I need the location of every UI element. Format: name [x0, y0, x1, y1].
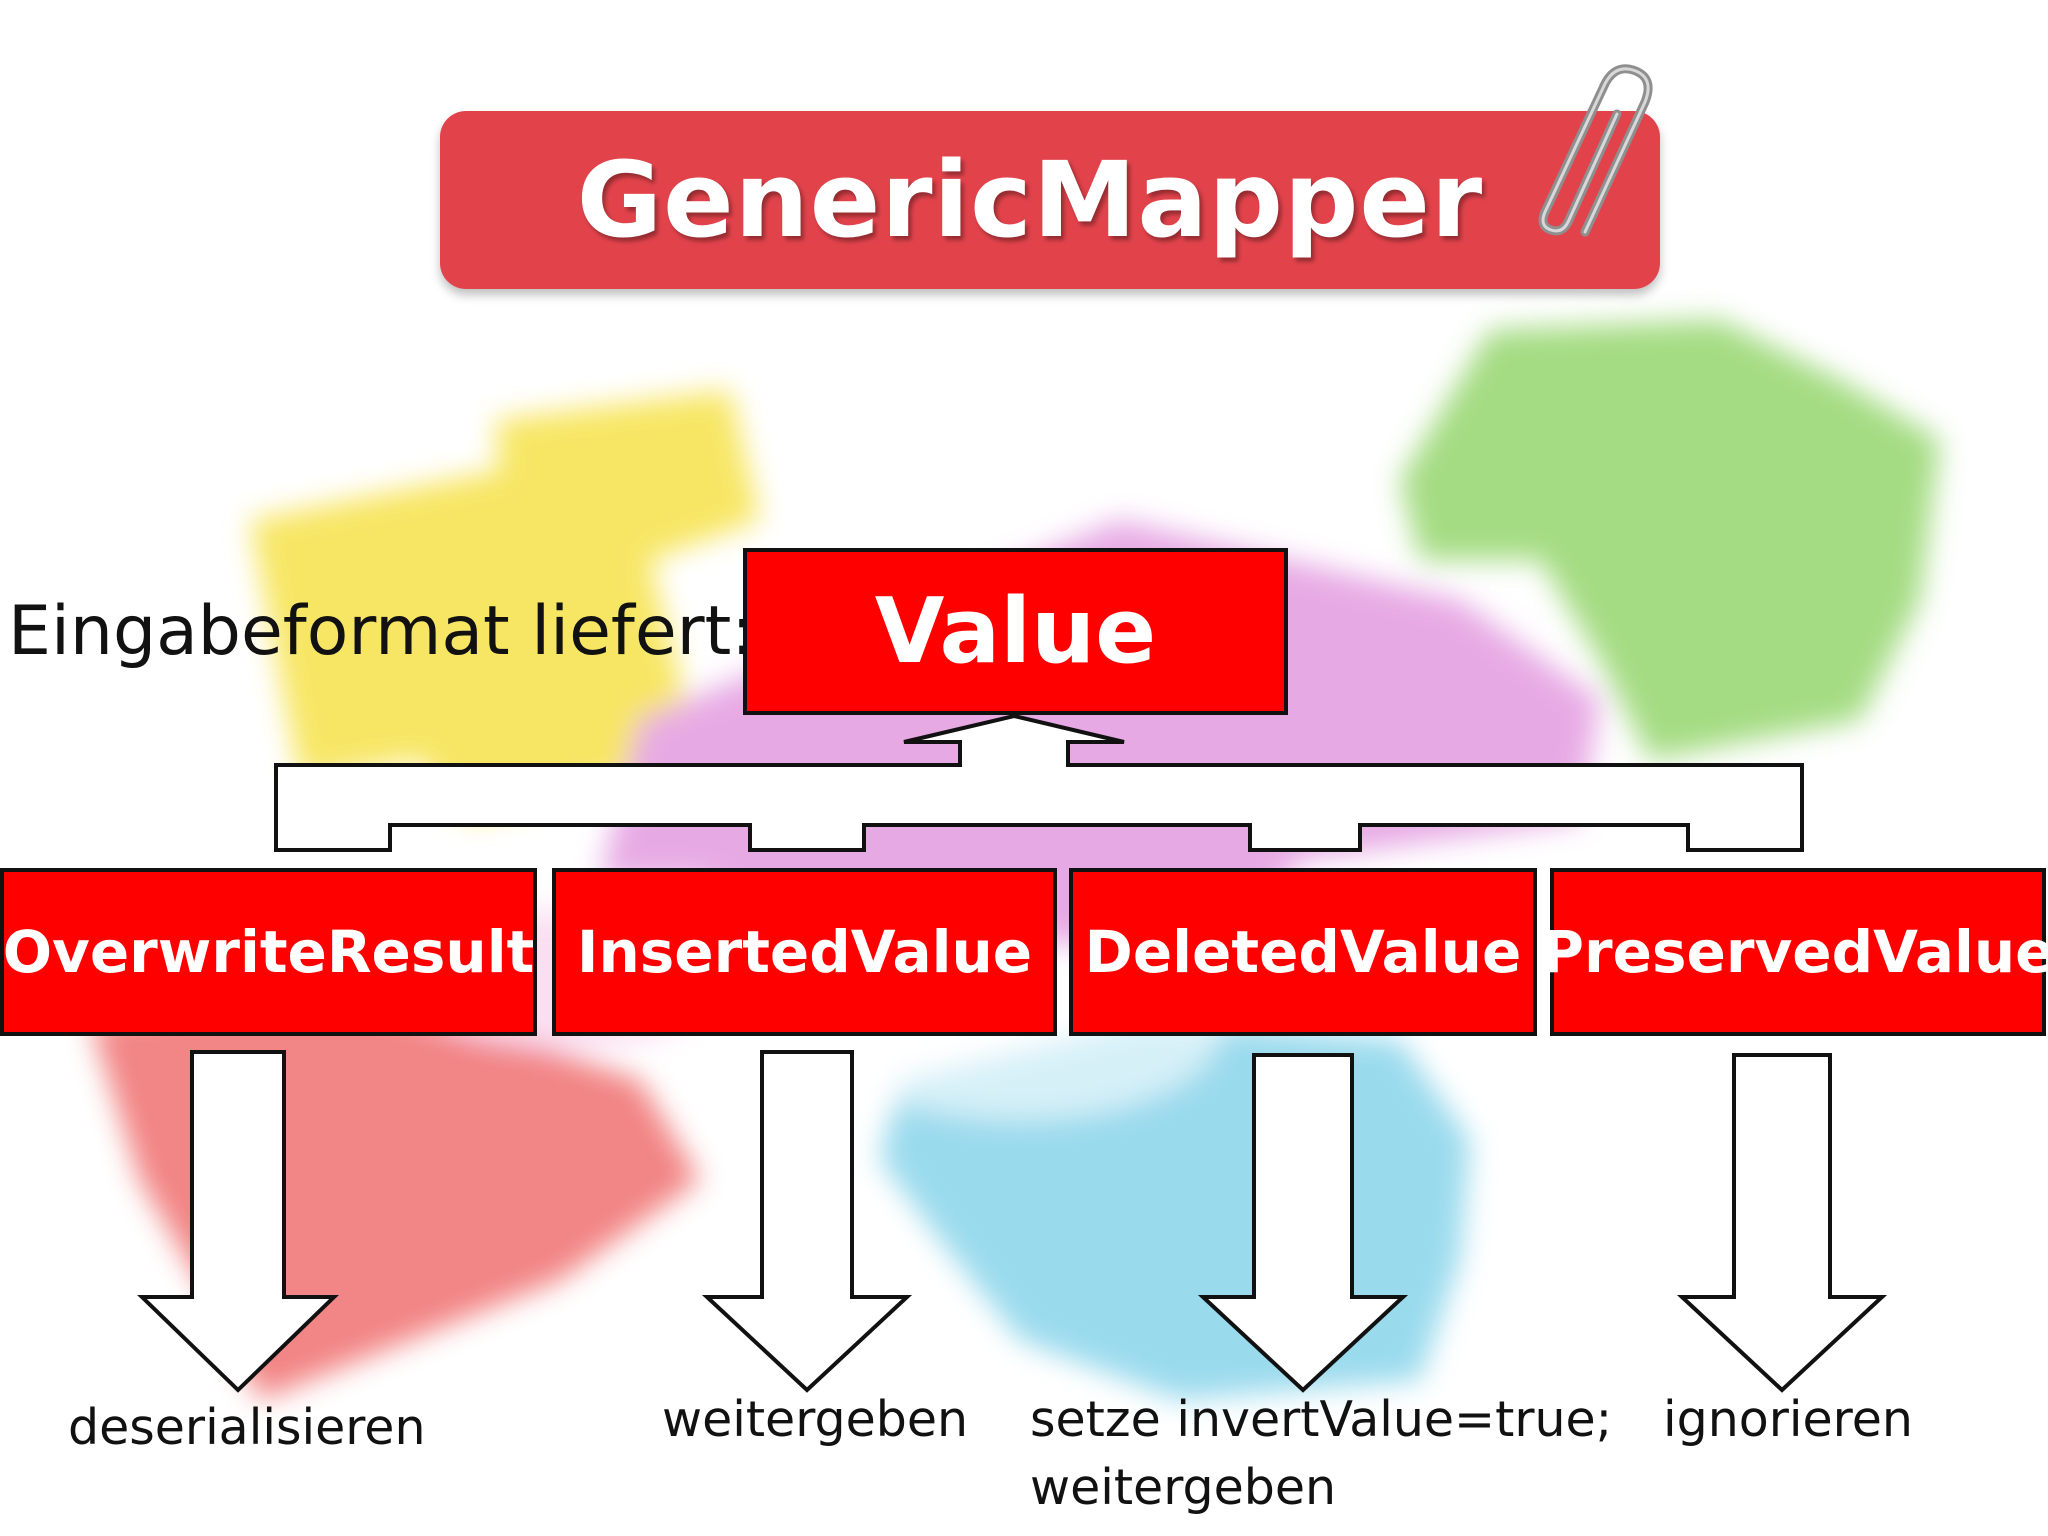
- branch-connector: [274, 713, 1804, 852]
- arrow-inserted: [701, 1050, 913, 1393]
- result-weitergeben: weitergeben: [662, 1391, 969, 1448]
- page-title: GenericMapper: [576, 139, 1484, 261]
- inserted-value-box: InsertedValue: [552, 868, 1057, 1036]
- result-deserialisieren: deserialisieren: [68, 1399, 426, 1456]
- overwrite-result-box: OverwriteResult: [0, 868, 537, 1036]
- value-box: Value: [743, 548, 1288, 715]
- arrow-overwrite: [137, 1050, 339, 1393]
- paperclip-icon: [1538, 64, 1653, 237]
- result-ignorieren: ignorieren: [1663, 1391, 1913, 1448]
- input-format-label: Eingabeformat liefert:: [8, 592, 755, 671]
- result-deleted-line2: weitergeben: [1030, 1459, 1337, 1516]
- arrow-deleted: [1197, 1053, 1409, 1393]
- preserved-value-box: PreservedValue: [1542, 868, 2048, 1036]
- result-deleted-line1: setze invertValue=true;: [1030, 1391, 1613, 1448]
- deleted-value-box: DeletedValue: [1069, 868, 1537, 1036]
- title-banner: GenericMapper: [440, 111, 1660, 289]
- arrow-preserved: [1676, 1053, 1888, 1393]
